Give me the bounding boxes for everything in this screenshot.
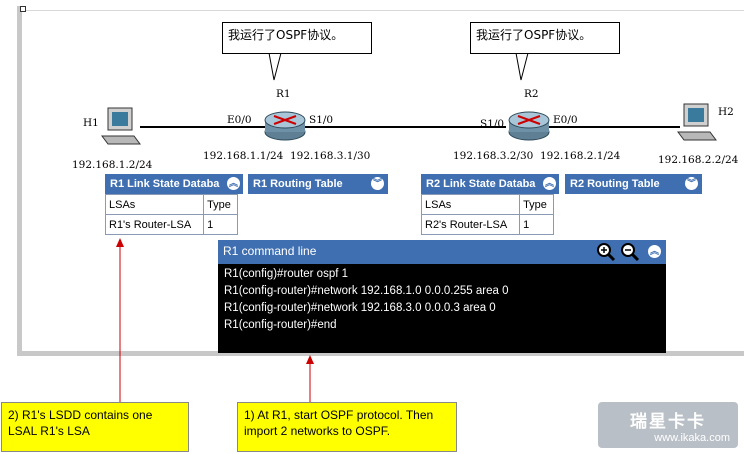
table-cell: 1 bbox=[519, 214, 554, 235]
speech-bubble-r2: 我运行了OSPF协议。 bbox=[470, 22, 620, 54]
watermark: 瑞星卡卡 www.ikaka.com bbox=[598, 402, 738, 448]
router-r2-icon[interactable] bbox=[506, 104, 552, 144]
canvas-top-border bbox=[22, 10, 744, 11]
resize-handle[interactable] bbox=[20, 6, 26, 12]
table-cell: 1 bbox=[203, 214, 238, 235]
r2-lsdb-title: R2 Link State Databa bbox=[426, 178, 536, 190]
command-line: R1(config)#router ospf 1 bbox=[224, 268, 349, 280]
bubble-tail-r2 bbox=[515, 52, 529, 81]
r2-routing-title: R2 Routing Table bbox=[570, 178, 660, 190]
r1-lsdb-table: LSAs Type R1's Router-LSA 1 bbox=[104, 194, 238, 235]
expand-icon[interactable]: ︾ bbox=[371, 177, 384, 190]
r1-left-port: E0/0 bbox=[227, 114, 252, 126]
r1-left-ip: 192.168.1.1/24 bbox=[203, 150, 284, 162]
bubble-tail-r1 bbox=[268, 52, 282, 81]
watermark-brand: 瑞星卡卡 bbox=[630, 412, 706, 431]
host-label-h1: H1 bbox=[83, 117, 99, 129]
r1-right-ip: 192.168.3.1/30 bbox=[290, 150, 371, 162]
router-r1-icon[interactable] bbox=[262, 104, 308, 144]
host-h2-icon[interactable] bbox=[676, 102, 718, 144]
table-cell: R2's Router-LSA bbox=[420, 214, 521, 235]
r2-lsdb-header[interactable]: R2 Link State Databa ︽ bbox=[421, 174, 559, 194]
host-label-h2: H2 bbox=[718, 106, 734, 118]
arrow-cmd-head bbox=[306, 355, 314, 364]
r2-left-ip: 192.168.3.2/30 bbox=[453, 150, 534, 162]
speech-text: 我运行了OSPF协议。 bbox=[476, 28, 592, 42]
column-header: LSAs bbox=[104, 194, 205, 215]
collapse-icon[interactable]: ︽ bbox=[543, 177, 556, 190]
command-line: R1(config-router)#end bbox=[224, 319, 337, 331]
canvas-left-border bbox=[17, 6, 22, 356]
router-label-r2: R2 bbox=[524, 88, 539, 100]
r1-lsdb-title: R1 Link State Databa bbox=[110, 178, 220, 190]
note-start-ospf: 1) At R1, start OSPF protocol. Then impo… bbox=[237, 402, 457, 452]
host-ip-h1: 192.168.1.2/24 bbox=[72, 159, 153, 171]
zoom-out-icon[interactable] bbox=[620, 242, 640, 262]
table-cell: R1's Router-LSA bbox=[104, 214, 205, 235]
r2-left-port: S1/0 bbox=[480, 118, 505, 130]
r2-lsdb-panel: R2 Link State Databa ︽ LSAs Type R2's Ro… bbox=[420, 174, 559, 235]
table-header-row: LSAs Type bbox=[420, 194, 554, 215]
speech-text: 我运行了OSPF协议。 bbox=[228, 28, 344, 42]
command-line-title: R1 command line bbox=[223, 244, 317, 258]
r1-routing-panel[interactable]: R1 Routing Table ︾ bbox=[248, 174, 388, 194]
r1-lsdb-panel: R1 Link State Databa ︽ LSAs Type R1's Ro… bbox=[104, 174, 243, 235]
column-header: LSAs bbox=[420, 194, 521, 215]
r2-lsdb-table: LSAs Type R2's Router-LSA 1 bbox=[420, 194, 554, 235]
r2-routing-panel[interactable]: R2 Routing Table ︾ bbox=[565, 174, 702, 194]
command-line: R1(config-router)#network 192.168.1.0 0.… bbox=[224, 285, 509, 297]
watermark-url: www.ikaka.com bbox=[654, 432, 730, 444]
r1-right-port: S1/0 bbox=[309, 114, 334, 126]
note-lsdb: 2) R1's LSDD contains one LSAL R1's LSA bbox=[1, 402, 189, 452]
command-line-header: R1 command line ︽ bbox=[218, 240, 666, 264]
arrow-lsdb-head bbox=[116, 238, 124, 247]
host-ip-h2: 192.168.2.2/24 bbox=[658, 154, 739, 166]
r1-routing-title: R1 Routing Table bbox=[253, 178, 343, 190]
table-row: R1's Router-LSA 1 bbox=[104, 214, 238, 235]
column-header: Type bbox=[519, 194, 554, 215]
table-header-row: LSAs Type bbox=[104, 194, 238, 215]
command-line-window: R1 command line ︽ R1(config)#router ospf… bbox=[218, 240, 666, 353]
command-line-output: R1(config)#router ospf 1 R1(config-route… bbox=[218, 264, 666, 336]
r2-right-ip: 192.168.2.1/24 bbox=[540, 150, 621, 162]
speech-bubble-r1: 我运行了OSPF协议。 bbox=[222, 22, 372, 54]
r1-lsdb-header[interactable]: R1 Link State Databa ︽ bbox=[105, 174, 243, 194]
r2-right-port: E0/0 bbox=[553, 114, 578, 126]
table-row: R2's Router-LSA 1 bbox=[420, 214, 554, 235]
collapse-icon[interactable]: ︽ bbox=[648, 245, 661, 258]
expand-icon[interactable]: ︾ bbox=[685, 177, 698, 190]
router-label-r1: R1 bbox=[276, 88, 291, 100]
zoom-in-icon[interactable] bbox=[596, 242, 616, 262]
collapse-icon[interactable]: ︽ bbox=[227, 177, 240, 190]
column-header: Type bbox=[203, 194, 238, 215]
command-line: R1(config-router)#network 192.168.3.0 0.… bbox=[224, 302, 496, 314]
host-h1-icon[interactable] bbox=[100, 106, 142, 148]
canvas-bottom-border bbox=[17, 351, 744, 356]
